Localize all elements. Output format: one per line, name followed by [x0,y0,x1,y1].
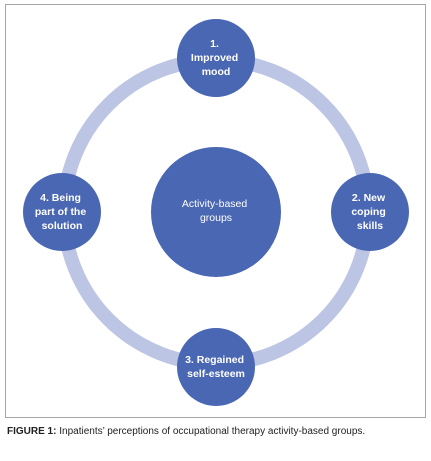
node-label-line: 1. [210,38,219,50]
figure-caption-text: Inpatients’ perceptions of occupational … [59,426,366,437]
node-label-line: skills [357,220,383,232]
cycle-diagram: Activity-based groups 1. Improved mood 2… [23,19,409,406]
node-label-line: part of the [35,206,86,218]
node-circle [331,173,409,251]
figure-caption: FIGURE 1: Inpatients’ perceptions of occ… [7,425,425,438]
center-label-line: Activity-based [182,198,248,210]
figure-caption-label: FIGURE 1: [7,426,57,437]
node-regained-self-esteem: 3. Regained self-esteem [177,328,255,406]
center-label-line: groups [200,212,232,224]
node-label-line: mood [202,66,231,78]
node-improved-mood: 1. Improved mood [177,19,255,97]
center-node-label: Activity-based groups [182,198,250,224]
node-label-line: Improved [191,52,238,64]
node-label: 3. Regained self-esteem [185,354,247,380]
node-label-line: solution [42,220,83,232]
node-label: 1. Improved mood [191,38,241,78]
node-label-line: 3. Regained [185,354,244,366]
node-circle [23,173,101,251]
node-label-line: 4. Being [40,192,81,204]
node-label-line: coping [351,206,385,218]
node-being-part-of-solution: 4. Being part of the solution [23,173,101,251]
node-label-line: 2. New [352,192,386,204]
node-new-coping-skills: 2. New coping skills [331,173,409,251]
node-label-line: self-esteem [187,368,245,380]
center-node: Activity-based groups [151,147,281,277]
center-node-circle [151,147,281,277]
node-circle [177,328,255,406]
node-label: 4. Being part of the solution [35,192,89,232]
node-label: 2. New coping skills [351,192,388,232]
node-circle [177,19,255,97]
